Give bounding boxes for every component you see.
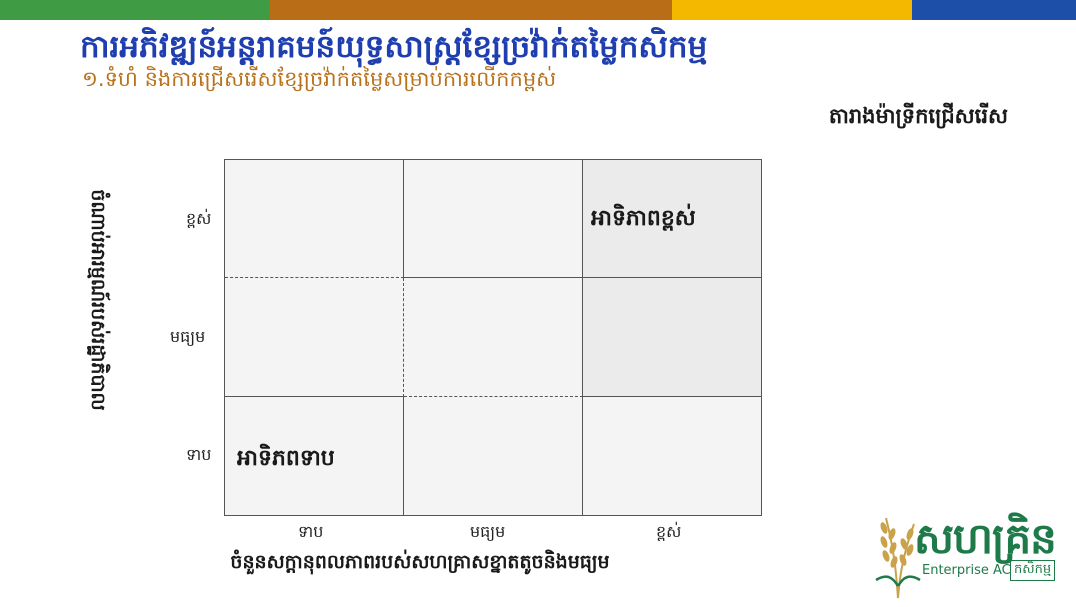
- y-level-medium: មធ្យម: [170, 327, 206, 346]
- grid-line-h1-dashed: [225, 277, 404, 278]
- grid-line-h1: [404, 277, 761, 278]
- high-priority-label: អាទិភាពខ្ពស់: [591, 206, 696, 231]
- slide-subtitle: ១.ទំហំ និងការជ្រើសរើសខ្សែច្រវ៉ាក់តម្លៃសម…: [82, 67, 557, 91]
- cell-high-high: [583, 160, 761, 397]
- band-yellow: [672, 0, 912, 20]
- matrix-label: តារាងម៉ាទ្រីកជ្រើសរើស: [828, 104, 1008, 128]
- brand-logo: សហគ្រិន Enterprise AC កសិកម្ម: [872, 510, 1068, 600]
- y-level-low: ទាប: [186, 445, 212, 464]
- grid-line-v1-lower: [403, 397, 404, 515]
- band-blue: [912, 0, 1076, 20]
- x-level-high: ខ្ពស់: [656, 522, 682, 541]
- grid-line-h2: [225, 396, 404, 397]
- logo-tagline-kh: កសិកម្ម: [1010, 560, 1056, 581]
- band-green: [0, 0, 270, 20]
- grid-line-h2-dashed: [404, 396, 583, 397]
- x-level-low: ទាប: [298, 522, 324, 541]
- grid-line-v2: [582, 160, 583, 515]
- logo-wordmark: សហគ្រិន: [914, 514, 1057, 563]
- rice-stalk-icon: [875, 517, 921, 599]
- x-level-medium: មធ្យម: [470, 522, 506, 541]
- top-color-band: [0, 0, 1076, 20]
- band-orange: [270, 0, 672, 20]
- grid-line-h2-right: [583, 396, 761, 397]
- y-axis-title: ចំណាប់អារម្មណ៍របស់រដ្ឋាភិបាល: [87, 189, 109, 411]
- grid-line-v1-dashed: [403, 278, 404, 397]
- selection-matrix: អាទិភាពខ្ពស់ អាទិភពទាប: [224, 159, 762, 516]
- slide-title: ការអភិវឌ្ឍន៍អន្តរាគមន៍យុទ្ធសាស្ត្រខ្សែច្…: [80, 29, 708, 65]
- low-priority-label: អាទិភពទាប: [237, 446, 335, 471]
- logo-tagline-en: Enterprise AC: [922, 563, 1011, 578]
- x-axis-title: ចំនួនសក្តានុពលភាពរបស់សហគ្រាសខ្នាតតូចនិងម…: [230, 551, 610, 573]
- y-level-high: ខ្ពស់: [186, 209, 212, 228]
- grid-line-v1: [403, 160, 404, 278]
